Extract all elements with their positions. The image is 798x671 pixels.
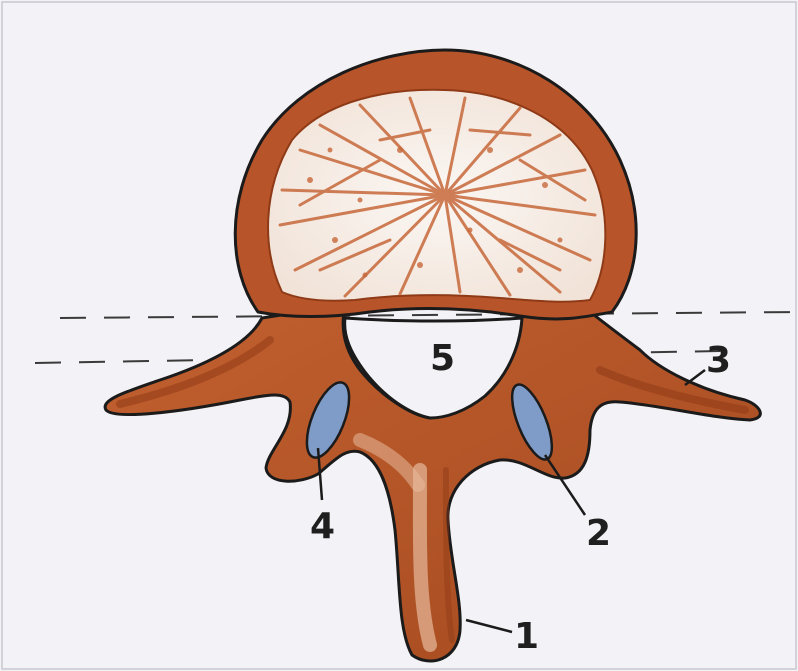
label-1: 1 <box>514 616 539 657</box>
label-3: 3 <box>706 340 731 381</box>
label-4: 4 <box>310 506 335 547</box>
label-5: 5 <box>430 338 455 379</box>
label-2: 2 <box>586 513 611 554</box>
